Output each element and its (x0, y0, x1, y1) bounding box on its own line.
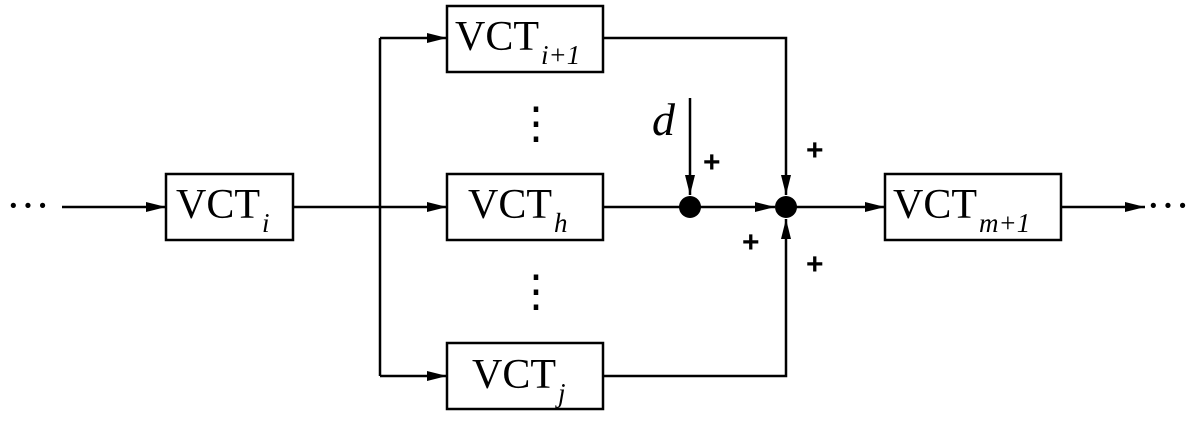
input-ellipsis: ··· (6, 181, 50, 230)
block-vct-m1-label: VCTm+1 (893, 182, 1030, 238)
output-ellipsis: ··· (1146, 181, 1190, 230)
disturbance-label: d (652, 94, 676, 145)
upper-vertical-ellipsis: ⋮ (514, 99, 558, 148)
block-vct-i1-label: VCTi+1 (455, 14, 580, 70)
block-vct-j: VCTj (445, 341, 605, 411)
block-vct-h-box (445, 172, 605, 242)
block-vct-m1-box (883, 172, 1063, 242)
top-path-to-sum (603, 36, 791, 195)
sign-h-input: + (742, 226, 760, 259)
lower-vertical-ellipsis: ⋮ (514, 267, 558, 316)
block-vct-h-main: VCT (468, 182, 552, 228)
bottom-path-to-sum (603, 219, 791, 378)
block-vct-m1: VCTm+1 (883, 172, 1063, 242)
block-vct-j-sub: j (555, 378, 566, 408)
sign-bottom-input: + (806, 248, 824, 281)
block-vct-h-sub: h (554, 208, 568, 238)
sign-d-input: + (703, 146, 721, 179)
block-vct-m1-main: VCT (893, 182, 977, 228)
block-vct-m1-sub: m+1 (979, 208, 1030, 238)
block-vct-i-sub: i (262, 208, 270, 238)
block-vct-i1-main: VCT (455, 14, 539, 60)
block-vct-h: VCTh (445, 172, 605, 242)
block-vct-h-label: VCTh (468, 182, 568, 238)
sign-top-input: + (806, 134, 824, 167)
block-vct-j-main: VCT (472, 352, 556, 398)
block-vct-i-label: VCTi (176, 182, 270, 238)
block-vct-j-label: VCTj (472, 352, 566, 408)
block-vct-i1-sub: i+1 (541, 40, 580, 70)
block-vct-i1: VCTi+1 (445, 4, 605, 74)
block-vct-i: VCTi (164, 172, 295, 242)
block-vct-i1-box (445, 4, 605, 74)
block-vct-i-main: VCT (176, 182, 260, 228)
